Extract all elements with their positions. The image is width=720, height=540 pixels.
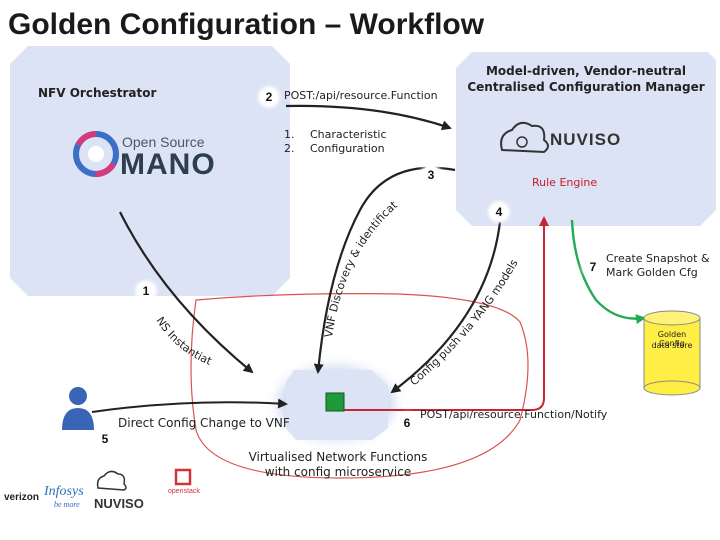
vnf-enclosure (190, 293, 529, 479)
step-3-badge: 3 (422, 166, 440, 184)
mano-logo-bottom: MANO (120, 148, 216, 181)
manager-label-line1: Model-driven, Vendor-neutral (485, 64, 686, 78)
arrow-post-function (285, 104, 452, 131)
post-notify-label: POST/api/resource.Function/Notify (420, 408, 608, 421)
footer-nuviso-logo: NUVISO (94, 496, 144, 511)
vnf-label-line1: Virtualised Network Functions (248, 450, 428, 464)
golden-config-datastore (643, 310, 701, 396)
manager-label-line2: Centralised Configuration Manager (467, 80, 705, 94)
openstack-logo-icon (174, 468, 192, 486)
manager-panel (456, 52, 716, 226)
post-resource-label: POST:/api/resource.Function (284, 89, 438, 102)
step-4-badge: 4 (490, 203, 508, 221)
arrow-config-push (390, 221, 502, 394)
arrow-notify (344, 216, 549, 411)
verizon-logo: verizon (4, 492, 40, 503)
orchestrator-label: NFV Orchestrator (38, 86, 157, 100)
create-snapshot-line1: Create Snapshot & (606, 252, 710, 265)
page-title: Golden Configuration – Workflow (8, 8, 485, 41)
datastore-label-line1: Golden Config (657, 330, 687, 348)
vnf-label-line2: with config microservice (264, 465, 412, 479)
step-5-badge: 5 (96, 430, 114, 448)
direct-config-label: Direct Config Change to VNF (118, 416, 290, 430)
mano-logo-top: Open Source (122, 134, 205, 150)
mano-logo-icon (73, 131, 119, 177)
list-item-2-text: Configuration (310, 142, 385, 155)
list-item-1-text: Characteristic (310, 128, 387, 141)
list-item-2-number: 2. (284, 142, 295, 155)
step-1-badge: 1 (137, 282, 155, 300)
infosys-tagline: be more (54, 500, 80, 509)
footer-nuviso-cloud-icon (96, 470, 127, 491)
arrow-vnf-discovery (313, 166, 456, 374)
rule-engine-label: Rule Engine (532, 176, 598, 189)
list-item-1-number: 1. (284, 128, 295, 141)
arrow-ns-instantiate (119, 211, 254, 374)
arrow-direct-config (91, 398, 288, 413)
vnf-microservice-square (325, 392, 345, 412)
nuviso-cloud-icon (500, 121, 549, 154)
create-snapshot-line2: Mark Golden Cfg (606, 266, 698, 279)
openstack-logo-text: openstack (168, 488, 200, 495)
infosys-logo: Infosys (44, 484, 84, 499)
nuviso-logo-text: nuviso (550, 130, 622, 149)
step-7-badge: 7 (584, 258, 602, 276)
config-push-label: Config push via YANG models (408, 257, 521, 388)
datastore-label-line2: data store (651, 341, 693, 350)
orchestrator-panel (10, 46, 290, 296)
arrow-golden-store (570, 219, 646, 325)
step-6-badge: 6 (398, 414, 416, 432)
step-2-badge: 2 (260, 88, 278, 106)
user-person-icon (62, 387, 94, 430)
